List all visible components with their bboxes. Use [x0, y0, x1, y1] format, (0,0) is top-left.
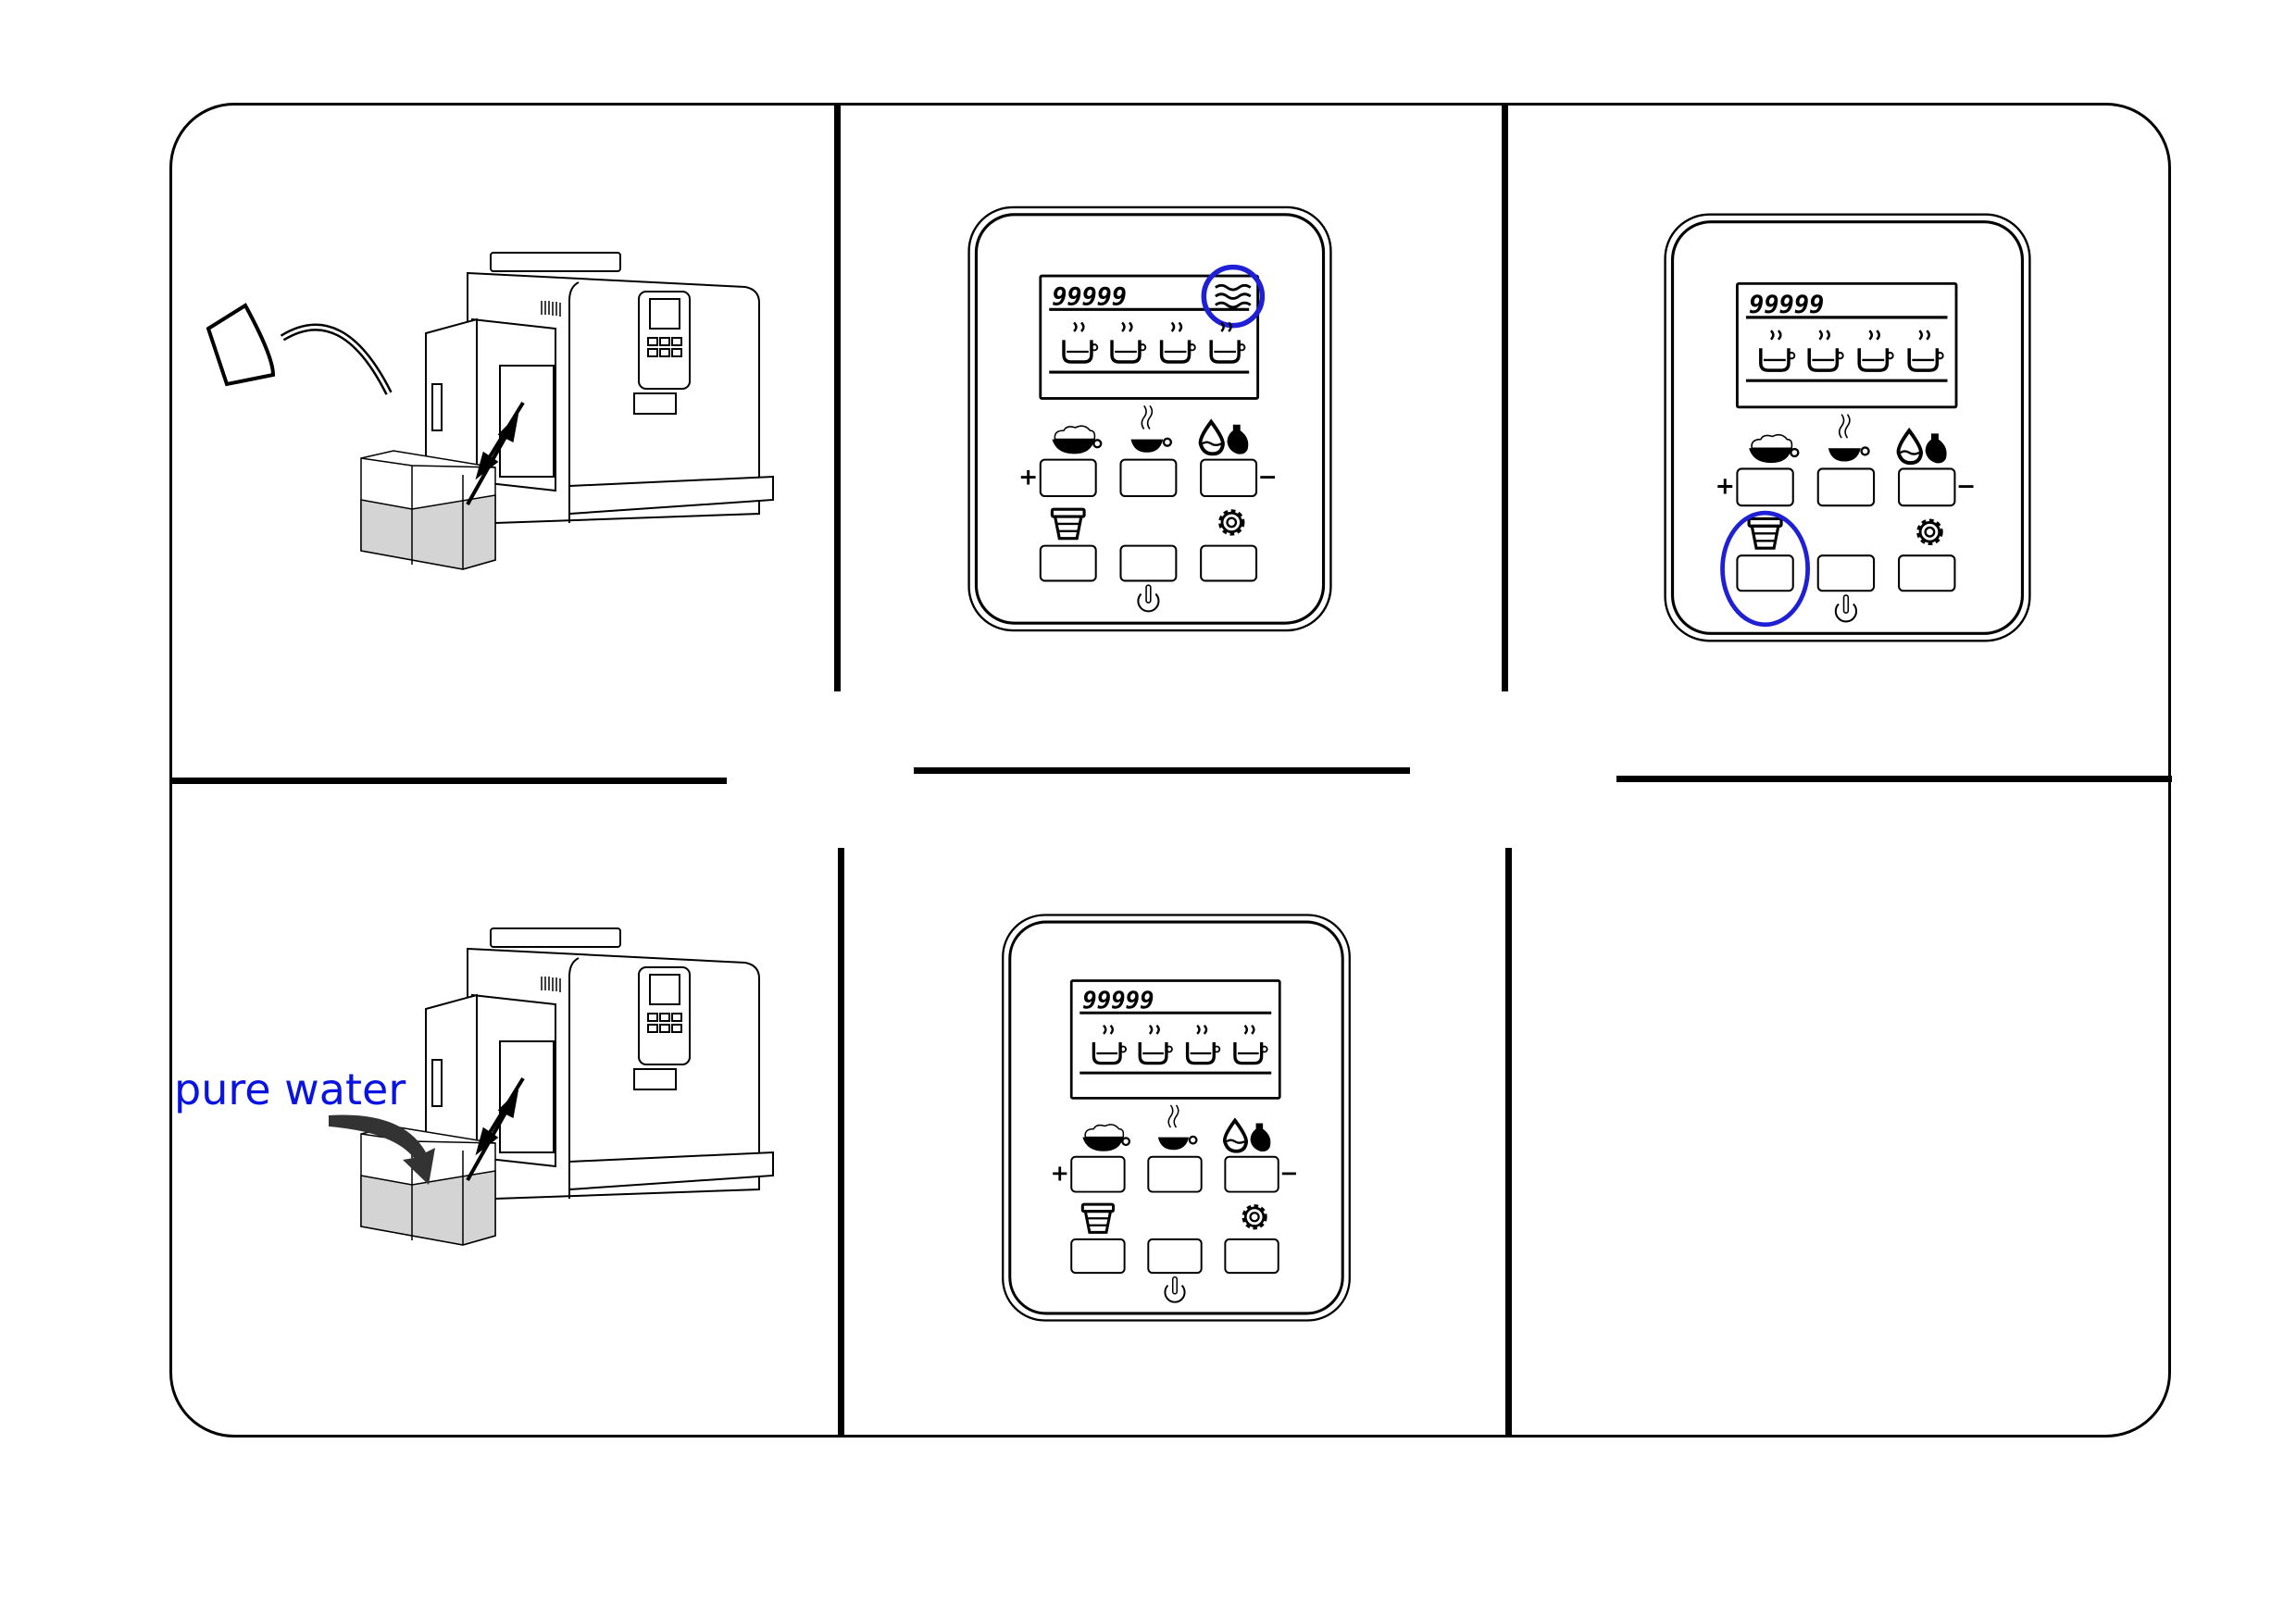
panel-button-row2-1[interactable] — [1039, 544, 1097, 582]
panel-button-row2-1[interactable] — [1070, 1238, 1126, 1275]
settings-gear-icon — [1916, 518, 1943, 546]
highlight-circle — [1201, 264, 1266, 329]
panel-button-row2-3[interactable] — [1224, 1238, 1279, 1275]
step3-control-panel: 99999 + − — [1664, 212, 2031, 643]
divider — [1502, 103, 1508, 691]
divider — [838, 848, 844, 1438]
panel-button-row2-2[interactable] — [1816, 554, 1876, 592]
water-jug-icon — [206, 303, 393, 395]
step4-machine-illustration — [190, 921, 782, 1319]
settings-gear-icon — [1242, 1204, 1267, 1230]
panel-graphic: 99999 + − — [1002, 914, 1351, 1322]
panel-button-row1-1[interactable] — [1736, 467, 1794, 507]
espresso-icon — [1157, 1104, 1198, 1151]
pure-water-label: pure water — [174, 1064, 406, 1114]
panel-button-row1-1[interactable] — [1070, 1155, 1126, 1193]
divider — [1505, 848, 1512, 1438]
cup-icon — [1159, 321, 1196, 364]
water-tank — [360, 1126, 496, 1246]
cup-icon — [1092, 1024, 1128, 1065]
cappuccino-icon — [1749, 433, 1800, 464]
lcd-display — [1735, 281, 1958, 409]
plus-label: + — [1051, 1160, 1069, 1186]
panel-button-row1-2[interactable] — [1816, 467, 1876, 507]
cup-icon — [1209, 321, 1246, 364]
water-milk-icon — [1198, 418, 1249, 456]
panel-button-row1-3[interactable] — [1898, 467, 1956, 507]
plus-label: + — [1018, 463, 1038, 490]
insert-remove-arrows-icon — [466, 401, 525, 505]
minus-label: − — [1258, 463, 1278, 490]
panel-button-row2-2[interactable] — [1119, 544, 1178, 582]
minus-label: − — [1279, 1160, 1298, 1186]
panel-button-row2-2[interactable] — [1147, 1238, 1203, 1275]
step2-control-panel: 99999 + − — [967, 205, 1332, 633]
plus-label: + — [1716, 471, 1735, 499]
hot-water-cup-icon — [1080, 1202, 1116, 1234]
cappuccino-icon — [1052, 425, 1103, 454]
hot-water-cup-icon — [1050, 507, 1086, 541]
minus-label: − — [1956, 471, 1976, 499]
cup-icon — [1759, 330, 1796, 372]
hot-water-cup-icon — [1747, 517, 1783, 550]
espresso-icon — [1828, 414, 1870, 462]
machine-graphic — [329, 927, 774, 1246]
water-milk-icon — [1222, 1117, 1271, 1153]
panel-button-row1-2[interactable] — [1119, 458, 1178, 498]
instruction-frame — [169, 103, 2171, 1438]
insert-remove-arrows-icon — [466, 1077, 525, 1181]
panel-button-row1-3[interactable] — [1224, 1155, 1279, 1193]
counter-readout: 99999 — [1082, 988, 1154, 1015]
highlight-circle — [1720, 510, 1811, 628]
step1-machine-illustration — [190, 245, 782, 643]
divider — [834, 103, 841, 691]
divider — [170, 778, 727, 784]
water-tank — [360, 450, 496, 570]
machine-graphic — [206, 252, 774, 570]
water-milk-icon — [1896, 427, 1947, 466]
panel-button-row2-3[interactable] — [1898, 554, 1956, 592]
panel-button-row1-3[interactable] — [1200, 458, 1258, 498]
cappuccino-icon — [1082, 1124, 1131, 1151]
power-icon[interactable] — [1834, 594, 1858, 623]
step5-control-panel: 99999 + − — [1001, 914, 1352, 1322]
power-icon[interactable] — [1137, 584, 1160, 613]
panel-button-row2-1[interactable] — [1736, 554, 1794, 592]
cup-icon — [1907, 330, 1944, 372]
power-icon[interactable] — [1164, 1276, 1186, 1303]
coffee-machine — [425, 252, 774, 525]
cup-icon — [1233, 1024, 1268, 1065]
divider — [914, 767, 1410, 774]
lcd-display — [1069, 979, 1281, 1100]
cup-icon — [1185, 1024, 1221, 1065]
panel-button-row1-2[interactable] — [1147, 1155, 1203, 1193]
espresso-icon — [1130, 404, 1173, 453]
panel-button-row2-3[interactable] — [1200, 544, 1258, 582]
counter-readout: 99999 — [1749, 291, 1824, 319]
settings-gear-icon — [1218, 509, 1245, 536]
panel-graphic: 99999 + − — [967, 205, 1332, 632]
panel-button-row1-1[interactable] — [1039, 458, 1097, 498]
pour-arrow-icon — [329, 1114, 435, 1185]
cup-icon — [1062, 321, 1099, 364]
counter-readout: 99999 — [1052, 283, 1127, 312]
divider — [1616, 776, 2172, 782]
cup-icon — [1138, 1024, 1173, 1065]
cup-icon — [1110, 321, 1147, 364]
cup-icon — [1807, 330, 1844, 372]
coffee-machine — [425, 927, 774, 1201]
cup-icon — [1857, 330, 1894, 372]
water-level-icon — [1215, 283, 1252, 309]
panel-graphic: 99999 + − — [1664, 213, 2031, 642]
